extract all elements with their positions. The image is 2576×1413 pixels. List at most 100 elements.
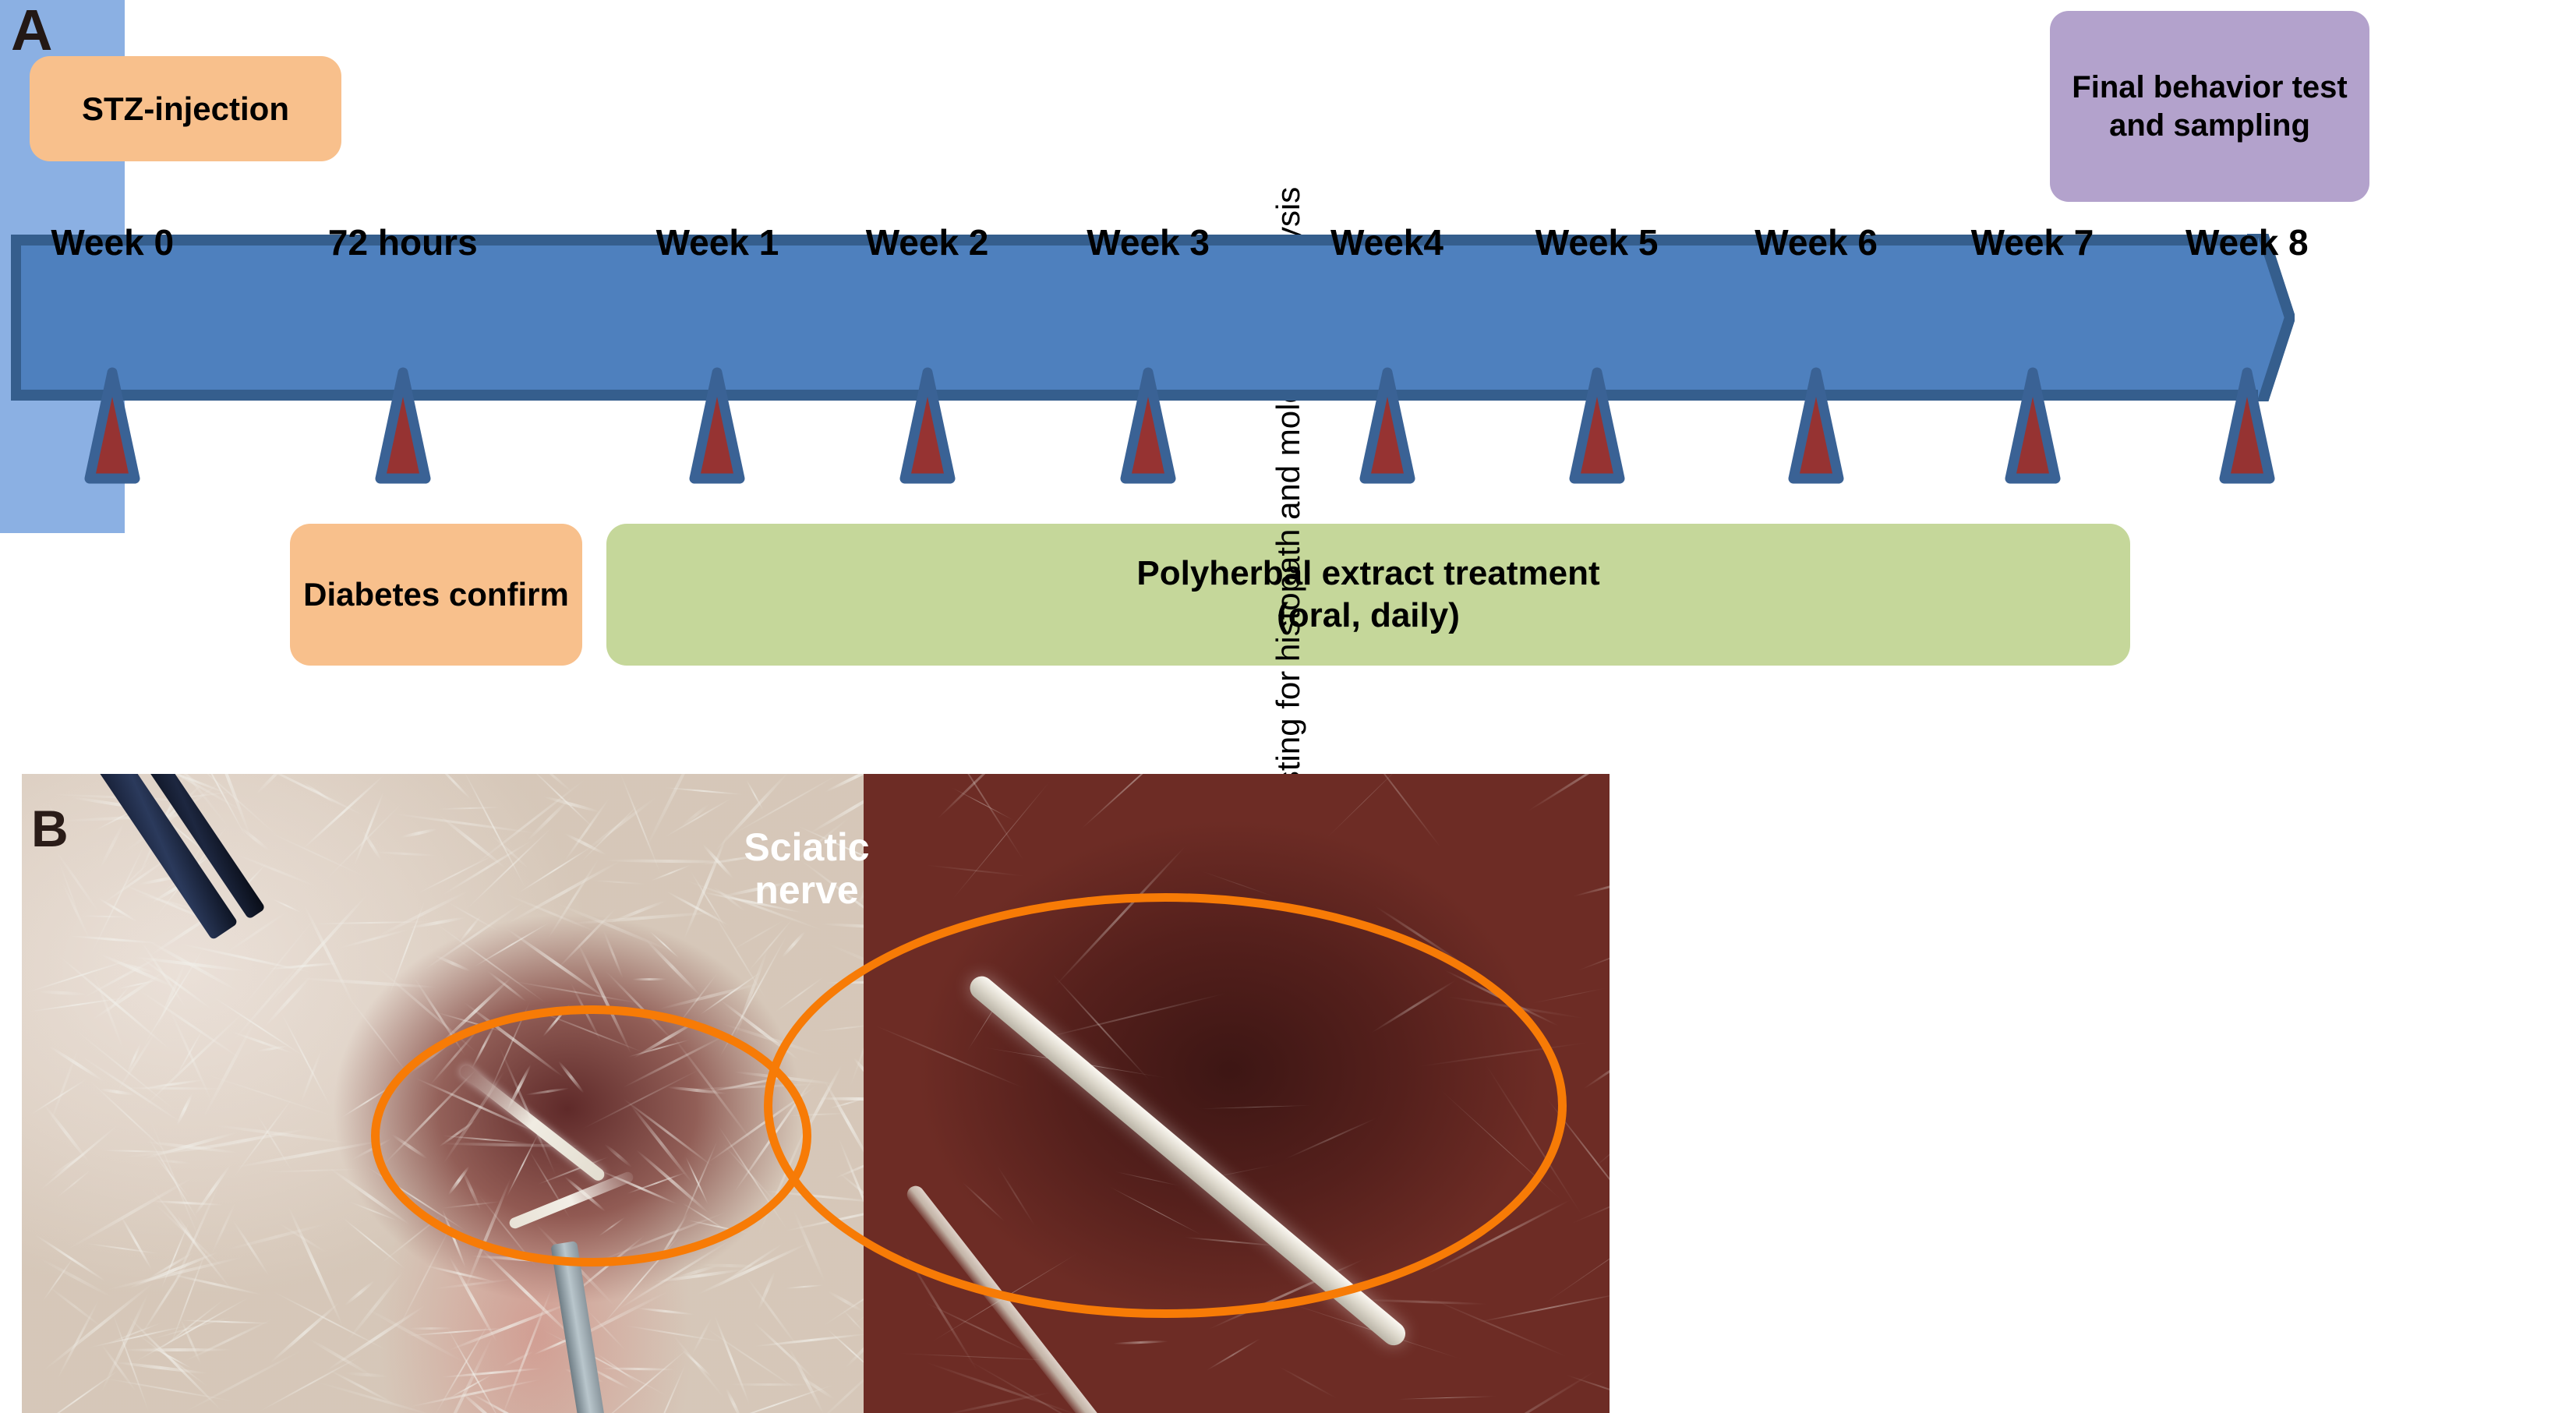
nerve-highlight-ellipse-left (371, 1005, 811, 1266)
fur-fiber (38, 990, 87, 996)
fur-fiber (608, 899, 666, 924)
fur-fiber (286, 1205, 345, 1326)
timeline-arrow (11, 234, 2295, 401)
fur-fiber (394, 1224, 453, 1336)
timepoint-markers (0, 366, 2576, 507)
tissue-strand (936, 774, 1017, 820)
treatment-line-1: Polyherbal extract treatment (1136, 554, 1600, 593)
fur-fiber (193, 1164, 231, 1216)
week-label-8: Week 7 (1970, 222, 2094, 263)
fur-fiber (373, 851, 437, 857)
fur-fiber (118, 1214, 154, 1271)
treatment-line-2: (oral, daily) (1277, 596, 1460, 634)
tissue-strand (1572, 869, 1610, 899)
week-label-1: 72 hours (327, 222, 478, 263)
fur-fiber (279, 1010, 333, 1109)
fur-fiber (542, 1329, 670, 1398)
fur-fiber (631, 978, 667, 981)
tissue-strand (1080, 774, 1190, 831)
fur-fiber (66, 1175, 196, 1251)
week-label-2: Week 1 (655, 222, 779, 263)
fur-fiber (231, 1219, 271, 1277)
fur-fiber (248, 774, 366, 818)
fur-fiber (704, 1326, 800, 1393)
timepoint-marker-9 (2219, 367, 2275, 484)
nerve-highlight-ellipse-right (764, 893, 1567, 1318)
fur-fiber (680, 802, 711, 828)
fur-fiber (98, 821, 126, 870)
sciatic-nerve-label: Sciatic nerve (721, 826, 892, 912)
tissue-strand (1592, 1082, 1610, 1169)
fur-fiber (339, 928, 409, 950)
tissue-strand (940, 1390, 1051, 1413)
fur-fiber (316, 1381, 439, 1413)
tissue-strand (1460, 1369, 1597, 1413)
fur-fiber (268, 893, 369, 1005)
fur-fiber (122, 1348, 232, 1352)
fur-fiber (650, 864, 691, 881)
tissue-strand (951, 779, 1052, 901)
fur-fiber (118, 1086, 228, 1090)
tissue-strand (1569, 1164, 1610, 1225)
timepoint-marker-6 (1569, 367, 1625, 484)
tissue-strand (1353, 774, 1442, 849)
fur-fiber (115, 1361, 207, 1376)
fur-fiber (312, 920, 429, 925)
fur-fiber (38, 1124, 118, 1192)
fur-fiber (798, 1374, 836, 1401)
timepoint-marker-4 (1120, 367, 1176, 484)
stz-injection-box: STZ-injection (30, 56, 341, 161)
sciatic-nerve-line-1: Sciatic (744, 825, 870, 869)
fur-fiber (592, 1346, 691, 1413)
tissue-strand (1396, 1395, 1498, 1401)
fur-fiber (224, 1222, 328, 1252)
fur-fiber (269, 1301, 341, 1365)
week-label-0: Week 0 (51, 222, 175, 263)
fur-fiber (341, 1217, 406, 1270)
tissue-strand (1277, 1365, 1338, 1400)
fur-fiber (175, 1092, 195, 1127)
tissue-strand (1475, 1291, 1610, 1324)
fur-fiber (780, 931, 806, 959)
fur-fiber (433, 1277, 514, 1290)
fur-fiber (842, 1309, 865, 1334)
week-label-4: Week 3 (1087, 222, 1210, 263)
fur-fiber (401, 827, 438, 839)
week-label-7: Week 6 (1754, 222, 1878, 263)
fur-fiber (445, 900, 500, 933)
fur-fiber (636, 1307, 694, 1316)
fur-fiber (89, 1324, 187, 1348)
polyherbal-treatment-box: Polyherbal extract treatment (oral, dail… (606, 524, 2130, 666)
tissue-strand (1577, 916, 1610, 971)
fur-fiber (24, 958, 134, 994)
week-label-6: Week 5 (1535, 222, 1659, 263)
tissue-strand (1428, 1296, 1568, 1358)
fur-fiber (592, 879, 647, 886)
tissue-strand (1326, 774, 1406, 839)
fur-fiber (643, 938, 701, 998)
fur-fiber (503, 1350, 535, 1368)
fur-fiber (265, 1168, 361, 1174)
week-label-9: Week 8 (2185, 222, 2309, 263)
fur-fiber (374, 888, 471, 939)
timepoint-marker-8 (2005, 367, 2060, 484)
tissue-strand (951, 786, 1014, 821)
timepoint-marker-3 (899, 367, 956, 484)
fur-fiber (41, 1103, 91, 1164)
fur-fiber (724, 1388, 744, 1413)
fur-fiber (415, 854, 495, 895)
fur-fiber (345, 1270, 405, 1343)
tissue-strand (1528, 774, 1610, 812)
tissue-strand (1532, 987, 1607, 1005)
fur-fiber (103, 1377, 235, 1403)
timepoint-marker-5 (1359, 367, 1415, 484)
fur-fiber (210, 1202, 237, 1254)
fur-fiber (361, 829, 383, 861)
fur-fiber (61, 881, 90, 940)
fur-fiber (134, 1296, 249, 1363)
fur-fiber (30, 1078, 88, 1115)
final-behavior-box: Final behavior test and sampling (2050, 11, 2369, 202)
fur-fiber (580, 801, 641, 863)
fur-fiber (299, 1049, 323, 1105)
